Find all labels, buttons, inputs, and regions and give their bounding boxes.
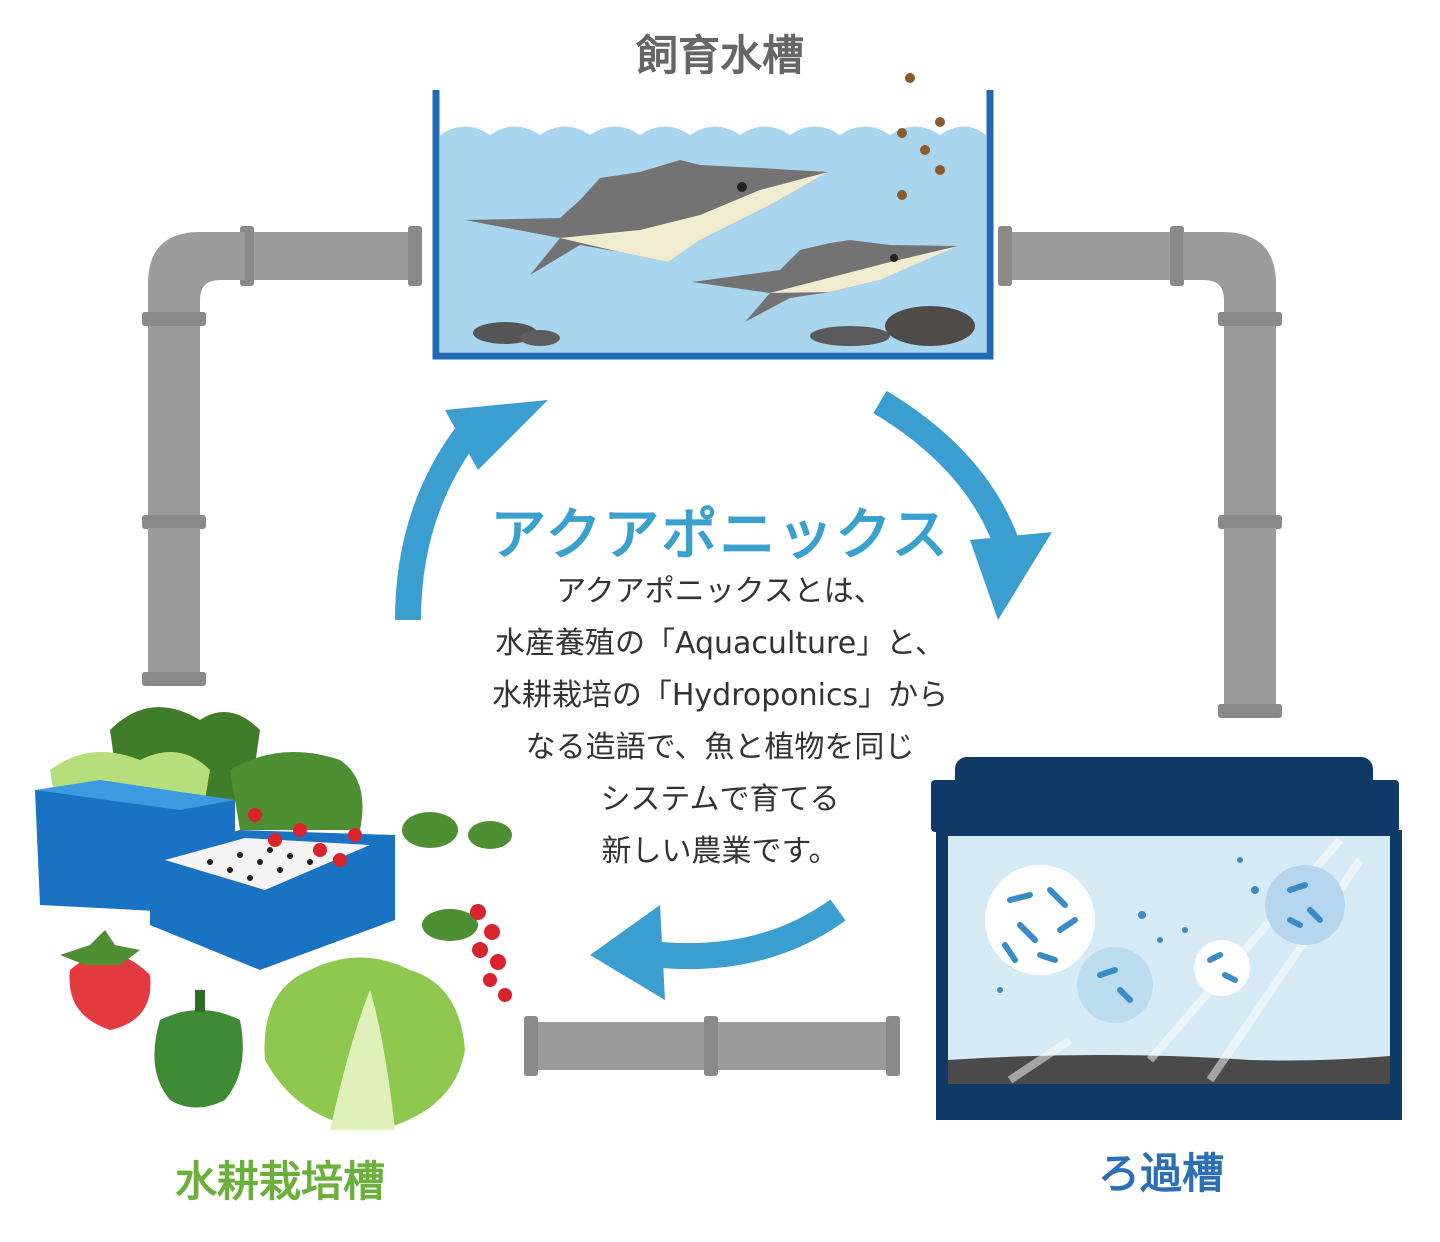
description-line: 新しい農業です。 [601,834,839,869]
description-line: アクアポニックスとは、 [556,574,884,609]
hydroponics-tank-label: 水耕栽培槽 [175,1157,386,1206]
description-line: システムで育てる [600,782,840,817]
hydroponics-bed [35,707,512,1130]
arrow-heads [445,400,1052,1000]
filter-tank-label: ろ過槽 [1098,1149,1225,1198]
strawberry [60,930,151,1030]
center-description: アクアポニックスとは、 水産養殖の「Aquaculture」と、 水耕栽培の「H… [420,566,1020,878]
grow-holes [207,847,313,881]
redcurrant-branch [402,812,512,1002]
description-line: なる造語で、魚と植物を同じ [525,730,915,765]
sturgeon-fish-small [692,240,958,322]
arrow-bottom [633,899,846,970]
food-pellets [897,73,945,200]
breeding-tank [432,73,994,360]
bacteria-colonies [985,857,1345,1023]
bottom-pipe [524,1016,900,1076]
breeding-tank-label: 飼育水槽 [635,31,804,80]
description-line: 水耕栽培の「Hydroponics」から [491,678,949,713]
lettuce [264,957,465,1130]
sturgeon-fish-large [465,160,828,275]
arrowhead-right [970,532,1052,620]
arrow-left [395,422,481,621]
arrowhead-bottom [590,905,665,1000]
left-pipe [142,226,422,686]
green-pepper [154,990,243,1108]
center-title: アクアポニックス [490,503,950,568]
description-line: 水産養殖の「Aquaculture」と、 [495,626,945,661]
right-pipe [998,226,1282,718]
filter-tank [931,757,1402,1120]
arrowhead-left [445,400,548,470]
